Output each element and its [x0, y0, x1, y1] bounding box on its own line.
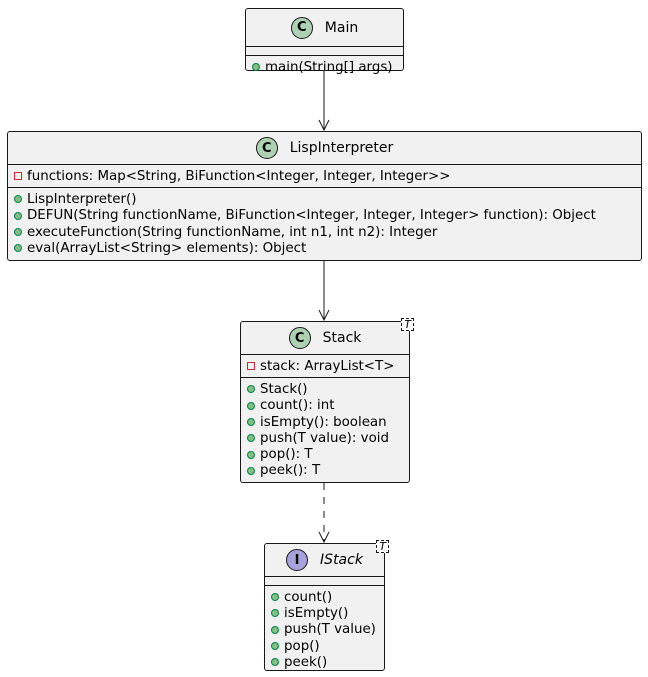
generic-type-parameter: T: [376, 540, 389, 553]
generic-type-parameter: T: [401, 318, 414, 331]
method-row: eval(ArrayList<String> elements): Object: [14, 240, 641, 256]
public-visibility-icon: [14, 211, 22, 220]
method-text: pop(): [284, 638, 320, 654]
field-text: functions: Map<String, BiFunction<Intege…: [27, 168, 451, 184]
method-text: LispInterpreter(): [27, 191, 137, 207]
method-text: eval(ArrayList<String> elements): Object: [27, 240, 307, 256]
interface-name: IStack: [320, 552, 363, 568]
public-visibility-icon: [271, 658, 279, 667]
class-box-main[interactable]: C Main main(String[] args): [245, 8, 404, 75]
field-row: stack: ArrayList<T>: [247, 358, 409, 374]
public-visibility-icon: [247, 418, 255, 427]
public-visibility-icon: [247, 385, 255, 394]
method-row: push(T value): [271, 622, 384, 638]
method-row: push(T value): void: [247, 430, 409, 446]
method-row: isEmpty(): [271, 605, 384, 621]
private-visibility-icon: [247, 362, 255, 371]
interface-badge-icon: I: [286, 549, 309, 571]
public-visibility-icon: [252, 63, 260, 72]
method-row: pop(): [271, 638, 384, 654]
class-badge-icon: C: [290, 16, 313, 39]
public-visibility-icon: [247, 401, 255, 410]
private-visibility-icon: [14, 172, 22, 181]
method-text: push(T value): void: [260, 430, 390, 446]
interface-header: I IStack: [265, 544, 384, 577]
arrow-lispinterpreter-to-stack: [318, 261, 330, 322]
methods-section: main(String[] args): [246, 55, 403, 78]
class-name: LispInterpreter: [289, 140, 394, 156]
method-row: isEmpty(): boolean: [247, 414, 409, 430]
method-text: isEmpty(): [284, 605, 349, 621]
class-box-lispinterpreter[interactable]: C LispInterpreter functions: Map<String,…: [7, 131, 642, 261]
method-row: count(): [271, 589, 384, 605]
public-visibility-icon: [247, 450, 255, 459]
method-text: count(): [284, 589, 333, 605]
method-row: executeFunction(String functionName, int…: [14, 224, 641, 240]
method-text: peek(): [284, 654, 328, 670]
fields-section: stack: ArrayList<T>: [241, 355, 409, 377]
field-row: functions: Map<String, BiFunction<Intege…: [14, 168, 641, 184]
arrow-main-to-lispinterpreter: [318, 71, 330, 132]
method-row: count(): int: [247, 398, 409, 414]
fields-section: [265, 577, 384, 585]
method-text: executeFunction(String functionName, int…: [27, 224, 438, 240]
method-text: count(): int: [260, 398, 335, 414]
fields-section: functions: Map<String, BiFunction<Intege…: [8, 165, 641, 187]
public-visibility-icon: [247, 466, 255, 475]
class-header: C LispInterpreter: [8, 132, 641, 165]
method-text: pop(): T: [260, 447, 313, 463]
fields-section: [246, 47, 403, 55]
method-row: LispInterpreter(): [14, 191, 641, 207]
public-visibility-icon: [271, 642, 279, 651]
class-badge-icon: C: [288, 327, 311, 349]
public-visibility-icon: [271, 609, 279, 618]
public-visibility-icon: [14, 195, 22, 204]
public-visibility-icon: [271, 625, 279, 634]
method-row: DEFUN(String functionName, BiFunction<In…: [14, 208, 641, 224]
method-row: peek(): [271, 654, 384, 670]
method-text: push(T value): [284, 622, 376, 638]
method-row: peek(): T: [247, 463, 409, 479]
method-text: isEmpty(): boolean: [260, 414, 387, 430]
method-text: peek(): T: [260, 463, 321, 479]
class-name: Stack: [322, 330, 362, 346]
class-name: Main: [324, 19, 359, 36]
method-row: Stack(): [247, 381, 409, 397]
class-badge-icon: C: [255, 137, 278, 159]
class-header: C Main: [246, 9, 403, 47]
method-text: DEFUN(String functionName, BiFunction<In…: [27, 208, 596, 224]
method-text: Stack(): [260, 381, 308, 397]
methods-section: count() isEmpty() push(T value) pop() pe…: [265, 585, 384, 673]
public-visibility-icon: [14, 244, 22, 253]
method-row: pop(): T: [247, 446, 409, 462]
method-text: main(String[] args): [265, 59, 393, 75]
methods-section: Stack() count(): int isEmpty(): boolean …: [241, 377, 409, 482]
realization-stack-to-istack: [318, 483, 330, 544]
public-visibility-icon: [14, 228, 22, 237]
class-box-stack[interactable]: T C Stack stack: ArrayList<T> Stack() co…: [240, 318, 414, 483]
methods-section: LispInterpreter() DEFUN(String functionN…: [8, 187, 641, 259]
public-visibility-icon: [271, 593, 279, 602]
public-visibility-icon: [247, 434, 255, 443]
interface-box-istack[interactable]: T I IStack count() isEmpty() push(T valu…: [264, 540, 389, 673]
class-header: C Stack: [241, 322, 409, 355]
field-text: stack: ArrayList<T>: [260, 358, 395, 374]
method-row: main(String[] args): [252, 59, 403, 75]
